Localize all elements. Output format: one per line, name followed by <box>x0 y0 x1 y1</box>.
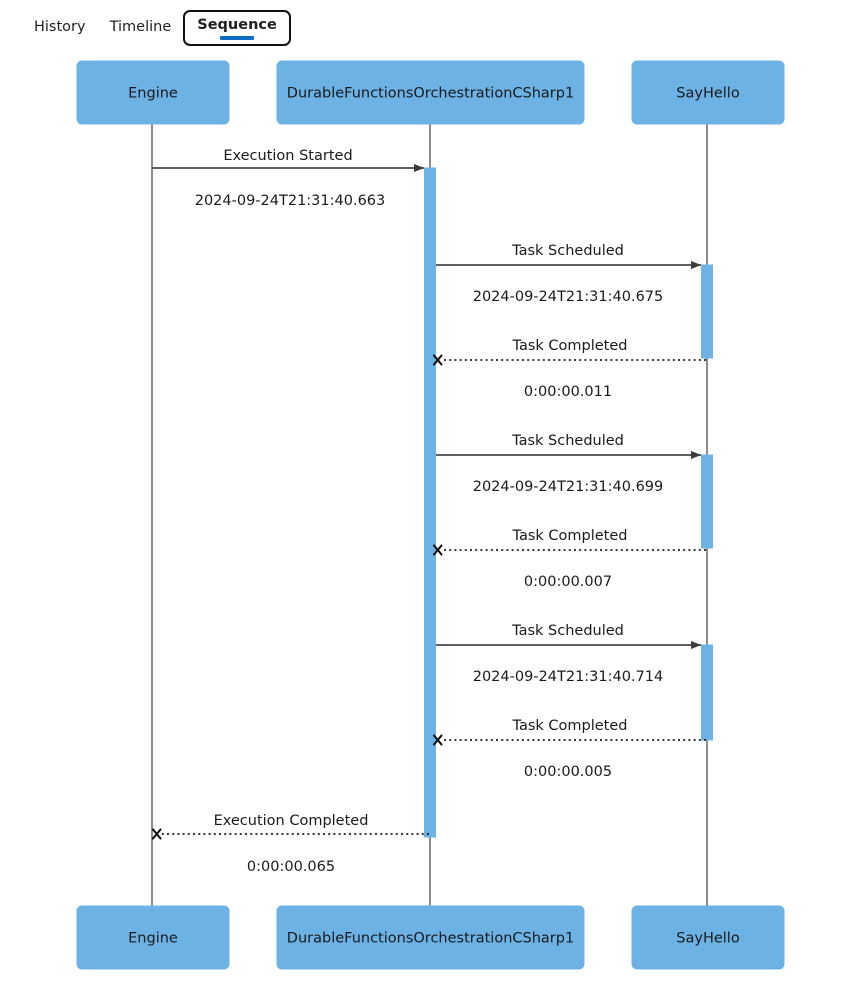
message-sublabel: 2024-09-24T21:31:40.714 <box>473 669 664 685</box>
cross-marker-icon <box>432 354 443 366</box>
message-sublabel: 0:00:00.005 <box>524 764 612 780</box>
actor-box-rect <box>631 905 785 970</box>
actor-box-rect <box>76 905 230 970</box>
actor-box-orchestrator-bottom[interactable]: DurableFunctionsOrchestrationCSharp1 <box>276 905 585 970</box>
cross-marker-icon <box>432 544 443 556</box>
activation-bar-orchestrator <box>424 167 436 838</box>
message-task-scheduled-2[interactable]: Task Scheduled 2024-09-24T21:31:40.699 <box>436 433 702 495</box>
actor-box-rect <box>631 60 785 125</box>
actor-label: Engine <box>128 931 178 947</box>
actor-box-engine-bottom[interactable]: Engine <box>76 905 230 970</box>
message-label: Task Scheduled <box>511 433 624 449</box>
actor-label: DurableFunctionsOrchestrationCSharp1 <box>287 86 574 102</box>
message-task-scheduled-3[interactable]: Task Scheduled 2024-09-24T21:31:40.714 <box>436 623 702 685</box>
tab-sequence[interactable]: Sequence <box>183 10 291 46</box>
message-sublabel: 0:00:00.011 <box>524 384 612 400</box>
actor-box-sayhello-bottom[interactable]: SayHello <box>631 905 785 970</box>
message-sublabel: 0:00:00.007 <box>524 574 612 590</box>
message-execution-completed[interactable]: Execution Completed 0:00:00.065 <box>151 813 429 875</box>
activation-bar-sayhello-1 <box>701 264 713 359</box>
actor-box-rect <box>276 60 585 125</box>
tab-bar: History Timeline Sequence <box>0 0 847 56</box>
message-task-scheduled-1[interactable]: Task Scheduled 2024-09-24T21:31:40.675 <box>436 243 702 305</box>
actor-box-orchestrator-top[interactable]: DurableFunctionsOrchestrationCSharp1 <box>276 60 585 125</box>
message-label: Task Completed <box>512 528 628 544</box>
activation-bar-sayhello-3 <box>701 644 713 741</box>
activation-bar-sayhello-2 <box>701 454 713 549</box>
tab-sequence-label: Sequence <box>197 17 277 34</box>
tab-history[interactable]: History <box>22 12 98 44</box>
message-sublabel: 2024-09-24T21:31:40.663 <box>195 193 386 209</box>
messages: Execution Started 2024-09-24T21:31:40.66… <box>151 148 706 875</box>
actor-box-sayhello-top[interactable]: SayHello <box>631 60 785 125</box>
actor-label: SayHello <box>676 86 740 102</box>
actor-box-rect <box>76 60 230 125</box>
message-label: Task Completed <box>512 338 628 354</box>
message-label: Execution Completed <box>214 813 369 829</box>
message-task-completed-2[interactable]: Task Completed 0:00:00.007 <box>432 528 706 590</box>
tab-history-label: History <box>34 19 86 36</box>
message-task-completed-1[interactable]: Task Completed 0:00:00.011 <box>432 338 706 400</box>
actor-box-engine-top[interactable]: Engine <box>76 60 230 125</box>
message-execution-started[interactable]: Execution Started 2024-09-24T21:31:40.66… <box>152 148 425 209</box>
actor-label: DurableFunctionsOrchestrationCSharp1 <box>287 931 574 947</box>
actor-boxes-bottom: Engine DurableFunctionsOrchestrationCSha… <box>76 905 785 970</box>
message-label: Task Scheduled <box>511 243 624 259</box>
message-task-completed-3[interactable]: Task Completed 0:00:00.005 <box>432 718 706 780</box>
actor-label: SayHello <box>676 931 740 947</box>
tab-timeline[interactable]: Timeline <box>98 12 184 44</box>
message-sublabel: 2024-09-24T21:31:40.675 <box>473 289 664 305</box>
tab-selected-underline <box>220 35 255 40</box>
message-sublabel: 0:00:00.065 <box>247 859 335 875</box>
cross-marker-icon <box>432 734 443 746</box>
actor-box-rect <box>276 905 585 970</box>
tab-timeline-label: Timeline <box>109 19 172 36</box>
message-sublabel: 2024-09-24T21:31:40.699 <box>473 479 664 495</box>
message-label: Task Scheduled <box>511 623 624 639</box>
message-label: Task Completed <box>512 718 628 734</box>
cross-marker-icon <box>151 828 162 840</box>
activation-bars <box>424 167 713 838</box>
message-label: Execution Started <box>223 148 352 164</box>
actor-label: Engine <box>128 86 178 102</box>
actor-boxes-top: Engine DurableFunctionsOrchestrationCSha… <box>76 60 785 125</box>
